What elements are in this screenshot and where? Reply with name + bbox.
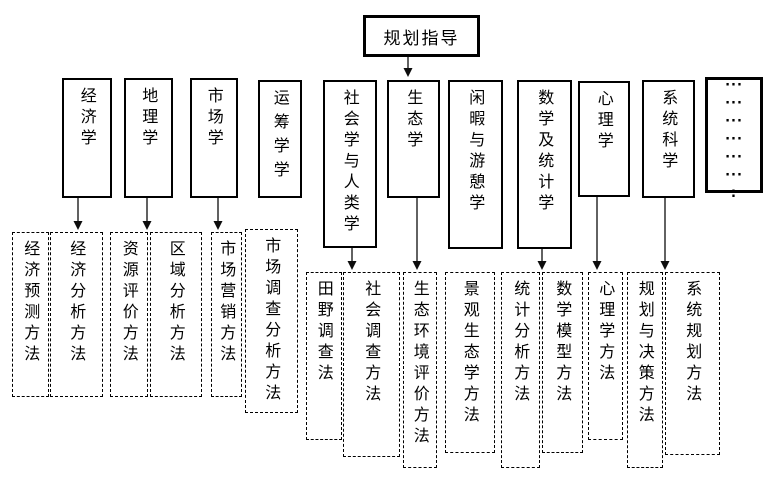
method-box-systems-planning: 系统规划方法 [665, 272, 720, 455]
ellipsis-dots: ··· [725, 78, 743, 93]
method-label: 景观生态学方法 [460, 280, 480, 427]
ellipsis-dots: ··· [725, 168, 743, 183]
method-label: 区域分析方法 [166, 240, 186, 366]
discipline-box-operations-research: 运筹学学 [258, 80, 302, 198]
discipline-box-math-statistics: 数学及统计学 [517, 80, 572, 249]
discipline-box-sociology-anthropology: 社会学与人类学 [323, 80, 377, 248]
discipline-label: 生态学 [404, 89, 424, 152]
discipline-label: 地理学 [139, 87, 159, 150]
discipline-label: 运筹学学 [270, 89, 290, 185]
method-box-resource-evaluation: 资源评价方法 [110, 232, 148, 397]
method-label: 田野调查法 [314, 280, 334, 385]
discipline-label: 心理学 [594, 90, 614, 153]
method-box-psychology-methods: 心理学方法 [588, 272, 623, 440]
discipline-label: 数学及统计学 [535, 89, 555, 215]
discipline-box-ecology: 生态学 [387, 80, 440, 198]
discipline-label: 社会学与人类学 [340, 89, 360, 236]
method-label: 心理学方法 [596, 280, 616, 385]
arrow-math-statistics-to-methods [537, 249, 547, 270]
method-label: 统计分析方法 [511, 280, 531, 406]
method-label: 生态环境评价方法 [410, 280, 430, 448]
method-box-landscape-ecology: 景观生态学方法 [445, 272, 495, 453]
ellipsis-dots: ··· [725, 132, 743, 147]
arrow-systems-science-to-methods [660, 198, 670, 270]
arrow-psychology-to-methods [592, 197, 602, 270]
arrow-root-to-disciplines [403, 57, 413, 77]
method-box-statistical-analysis: 统计分析方法 [501, 272, 540, 468]
method-box-economic-forecasting: 经济预测方法 [12, 232, 49, 397]
discipline-box-marketing: 市场学 [190, 78, 238, 198]
method-label: 市场营销方法 [217, 240, 237, 366]
discipline-label: 市场学 [204, 87, 224, 150]
arrow-ecology-to-methods [412, 198, 422, 270]
method-box-social-survey: 社会调查方法 [343, 272, 400, 457]
root-label: 规划指导 [383, 28, 460, 49]
ellipsis-box: ··· ··· ··· ··· ··· ··· : [705, 77, 763, 200]
arrow-economics-to-methods [73, 198, 83, 230]
method-label: 市场调查分析方法 [262, 237, 282, 405]
discipline-box-leisure-recreation: 闲暇与游憩学 [448, 80, 503, 249]
discipline-box-psychology: 心理学 [578, 81, 630, 197]
ellipsis-dots: ··· [725, 114, 743, 129]
method-box-economic-analysis: 经济分析方法 [50, 232, 103, 397]
discipline-label: 经济学 [77, 87, 97, 150]
method-label: 资源评价方法 [119, 240, 139, 366]
method-label: 数学模型方法 [553, 280, 573, 406]
ellipsis-dots: ··· [725, 150, 743, 165]
arrow-marketing-to-methods [213, 198, 223, 230]
arrow-sociology-to-methods [347, 248, 357, 270]
ellipsis-dots: ··· [725, 96, 743, 111]
method-label: 规划与决策方法 [635, 280, 655, 427]
discipline-label: 闲暇与游憩学 [466, 89, 486, 215]
method-label: 经济分析方法 [67, 240, 87, 366]
method-box-field-survey: 田野调查法 [306, 272, 342, 440]
method-box-eco-environment-evaluation: 生态环境评价方法 [403, 272, 437, 468]
discipline-box-economics: 经济学 [62, 78, 112, 198]
discipline-box-systems-science: 系统科学 [642, 80, 695, 198]
method-box-planning-decision: 规划与决策方法 [627, 272, 663, 468]
discipline-label: 系统科学 [659, 89, 679, 173]
method-label: 系统规划方法 [683, 280, 703, 406]
method-label: 经济预测方法 [21, 240, 41, 366]
method-box-math-model: 数学模型方法 [542, 272, 583, 453]
method-box-marketing-methods: 市场营销方法 [211, 232, 242, 397]
ellipsis-dots: : [730, 186, 738, 201]
root-box-planning-guidance: 规划指导 [363, 15, 480, 57]
method-label: 社会调查方法 [362, 280, 382, 406]
arrow-geography-to-methods [142, 198, 152, 230]
method-box-market-survey-analysis: 市场调查分析方法 [245, 229, 298, 413]
method-box-regional-analysis: 区域分析方法 [150, 232, 202, 397]
discipline-box-geography: 地理学 [124, 78, 173, 198]
